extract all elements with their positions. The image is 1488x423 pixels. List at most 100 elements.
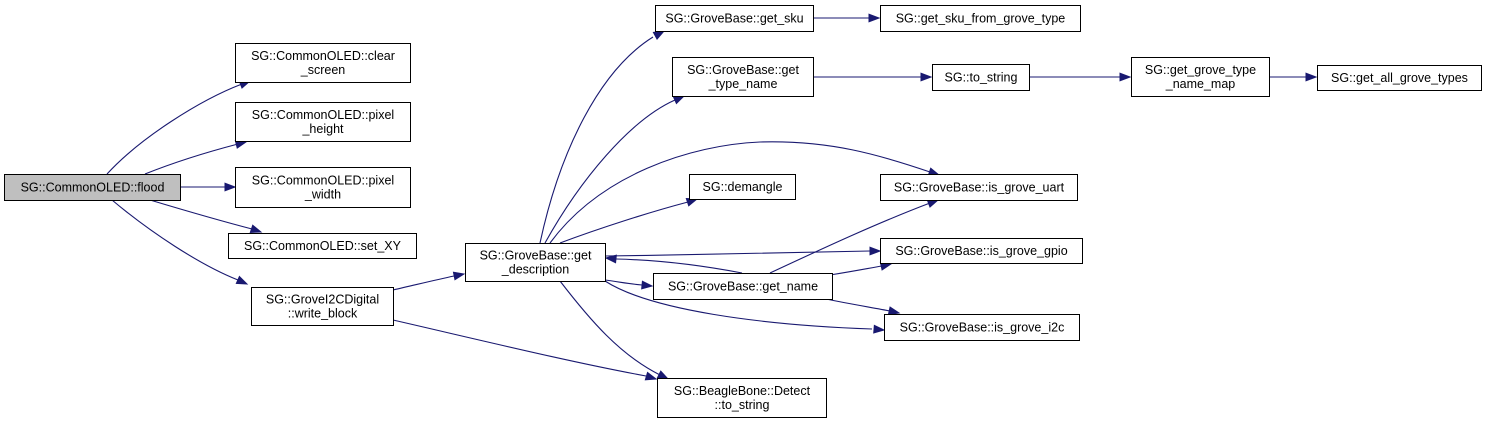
node-get-sku-from-grove-type[interactable]: SG::get_sku_from_grove_type xyxy=(880,5,1081,32)
node-box[interactable] xyxy=(880,174,1078,201)
node-pixel-width[interactable]: SG::CommonOLED::pixel_width xyxy=(235,167,411,208)
node-box[interactable] xyxy=(235,102,411,142)
edge-get_description-to-demangle xyxy=(559,198,699,244)
node-label: SG::to_string xyxy=(945,71,1018,85)
edge-get_description-to-get_type_name xyxy=(544,95,686,244)
arrowhead-icon xyxy=(887,306,901,316)
node-box[interactable] xyxy=(932,64,1030,91)
arrowhead-icon xyxy=(224,182,237,192)
edge-line xyxy=(559,201,689,244)
node-label: _name_map xyxy=(1165,77,1236,91)
node-box[interactable] xyxy=(235,43,411,83)
node-label: SG::GroveBase::is_grove_uart xyxy=(894,181,1065,195)
node-label: SG::CommonOLED::flood xyxy=(21,181,165,195)
edge-get_type_name-to-to_string xyxy=(813,72,933,82)
edge-write_block-to-detect_to_string xyxy=(392,319,658,381)
node-box[interactable] xyxy=(880,238,1083,264)
node-label: SG::CommonOLED::clear xyxy=(251,49,395,63)
edge-line xyxy=(604,250,871,257)
edge-line xyxy=(615,258,743,274)
node-label: SG::CommonOLED::pixel xyxy=(252,174,394,188)
arrowhead-icon xyxy=(873,324,886,334)
arrowhead-icon xyxy=(652,30,666,41)
edge-line xyxy=(539,36,654,244)
node-label: SG::GroveBase::get xyxy=(687,63,799,77)
arrowhead-icon xyxy=(672,95,686,105)
edge-line xyxy=(149,199,253,230)
edge-get_name-to-is_grove_gpio xyxy=(829,261,893,276)
node-pixel-height[interactable]: SG::CommonOLED::pixel_height xyxy=(235,102,411,142)
node-box[interactable] xyxy=(657,378,827,418)
node-box[interactable] xyxy=(653,273,833,300)
node-box[interactable] xyxy=(1131,57,1270,97)
node-label: _type_name xyxy=(708,77,778,91)
node-label: ::to_string xyxy=(715,398,770,412)
node-label: _height xyxy=(301,122,344,136)
node-detect-to-string[interactable]: SG::BeagleBone::Detect::to_string xyxy=(657,378,827,418)
node-label: SG::get_sku_from_grove_type xyxy=(896,12,1066,26)
node-is-grove-i2c[interactable]: SG::GroveBase::is_grove_i2c xyxy=(884,314,1080,341)
node-box[interactable] xyxy=(880,5,1081,32)
node-box[interactable] xyxy=(4,174,181,201)
node-box[interactable] xyxy=(689,174,796,200)
node-is-grove-uart[interactable]: SG::GroveBase::is_grove_uart xyxy=(880,174,1078,201)
node-get-sku[interactable]: SG::GroveBase::get_sku xyxy=(655,5,814,32)
node-box[interactable] xyxy=(672,57,814,97)
arrowhead-icon xyxy=(249,224,263,233)
arrowhead-icon xyxy=(1119,72,1132,82)
node-label: _description xyxy=(501,263,569,277)
node-box[interactable] xyxy=(465,243,606,282)
arrowhead-icon xyxy=(926,199,940,208)
node-get-name[interactable]: SG::GroveBase::get_name xyxy=(653,273,833,300)
edge-line xyxy=(544,99,676,244)
arrowhead-icon xyxy=(235,275,249,285)
node-box[interactable] xyxy=(884,314,1080,341)
edge-line xyxy=(111,199,239,281)
edge-line xyxy=(604,279,643,286)
arrowhead-icon xyxy=(656,370,670,380)
node-get-grove-type-name-map[interactable]: SG::get_grove_type_name_map xyxy=(1131,57,1270,97)
edge-write_block-to-get_description xyxy=(392,271,466,291)
arrowhead-icon xyxy=(920,72,933,82)
arrowhead-icon xyxy=(604,254,617,264)
node-get-description[interactable]: SG::GroveBase::get_description xyxy=(465,243,606,282)
edge-flood-to-pixel_width xyxy=(180,182,237,192)
edge-to_string-to-get_grove_type_name_map xyxy=(1029,72,1132,82)
node-clear-screen[interactable]: SG::CommonOLED::clear_screen xyxy=(235,43,411,83)
node-label: SG::GroveBase::get xyxy=(480,249,592,263)
node-get-type-name[interactable]: SG::GroveBase::get_type_name xyxy=(672,57,814,97)
node-label: SG::CommonOLED::set_XY xyxy=(244,239,402,253)
node-label: SG::demangle xyxy=(703,180,783,194)
node-label: _width xyxy=(304,188,341,202)
node-to-string[interactable]: SG::to_string xyxy=(932,64,1030,91)
node-set-XY[interactable]: SG::CommonOLED::set_XY xyxy=(228,233,417,259)
edge-get_description-to-is_grove_gpio xyxy=(604,246,882,257)
arrowhead-icon xyxy=(868,13,881,23)
node-label: SG::CommonOLED::pixel xyxy=(252,108,394,122)
node-box[interactable] xyxy=(655,5,814,32)
edge-line xyxy=(392,319,647,377)
node-is-grove-gpio[interactable]: SG::GroveBase::is_grove_gpio xyxy=(880,238,1083,264)
node-box[interactable] xyxy=(228,233,417,259)
edge-line xyxy=(559,280,661,376)
edge-line xyxy=(769,202,931,274)
node-demangle[interactable]: SG::demangle xyxy=(689,174,796,200)
edge-get_name-to-get_description xyxy=(604,254,743,274)
edge-get_name-to-is_grove_i2c xyxy=(825,298,901,316)
node-box[interactable] xyxy=(235,167,411,208)
node-box[interactable] xyxy=(251,287,394,326)
node-label: SG::BeagleBone::Detect xyxy=(674,384,811,398)
node-box[interactable] xyxy=(1317,65,1482,91)
node-get-all-grove-types[interactable]: SG::get_all_grove_types xyxy=(1317,65,1482,91)
edge-get_description-to-is_grove_i2c xyxy=(604,280,886,334)
edge-line xyxy=(144,143,239,175)
edge-get_description-to-detect_to_string xyxy=(559,280,670,380)
arrowhead-icon xyxy=(1305,72,1318,82)
arrowhead-icon xyxy=(452,271,466,281)
edge-flood-to-pixel_height xyxy=(144,140,248,175)
node-label: SG::GroveBase::is_grove_i2c xyxy=(900,321,1065,335)
edge-get_description-to-get_name xyxy=(604,279,654,290)
node-flood[interactable]: SG::CommonOLED::flood xyxy=(4,174,181,201)
node-label: SG::get_grove_type xyxy=(1145,63,1256,77)
node-write-block[interactable]: SG::GroveI2CDigital::write_block xyxy=(251,287,394,326)
